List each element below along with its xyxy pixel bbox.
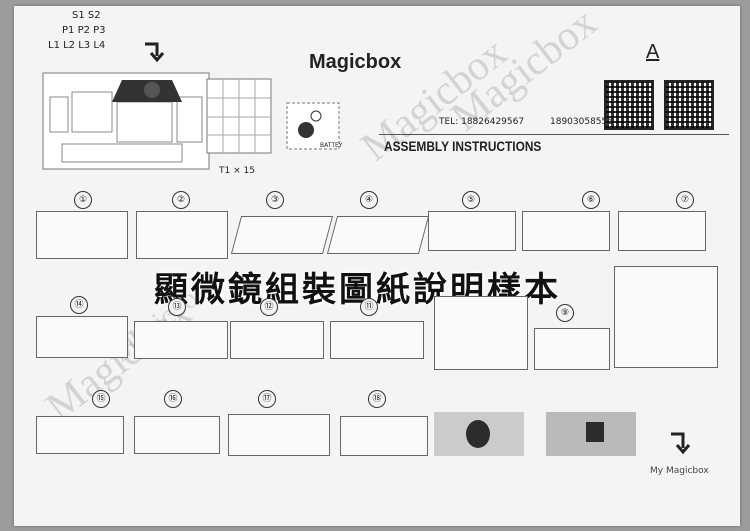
step-number: ② [172, 191, 190, 209]
footer-brand: My Magicbox [650, 466, 709, 476]
tel-label: TEL: 18826429567 [439, 117, 525, 127]
step-number: ⑪ [360, 298, 378, 316]
parts-sheet-diagram [42, 72, 210, 170]
step-number: ⑫ [260, 298, 278, 316]
step-diagram [230, 321, 324, 359]
step-number: ⑬ [168, 298, 186, 316]
qr-code [664, 80, 714, 130]
tray-diagram [206, 78, 272, 154]
step-diagram [134, 321, 228, 359]
variant-label: A [646, 41, 660, 63]
step-diagram [614, 266, 718, 368]
photo-assembled-stage [434, 412, 524, 456]
step-diagram [134, 416, 220, 454]
step-number: ⑰ [258, 390, 276, 408]
qr-code [604, 80, 654, 130]
battery-diagram [286, 102, 340, 150]
step-diagram [326, 216, 430, 254]
step-number: ⑯ [164, 390, 182, 408]
step-number: ⑮ [92, 390, 110, 408]
step-diagram [428, 211, 516, 251]
tel-number-2: 18903058555 [550, 117, 613, 127]
step-number: ⑥ [582, 191, 600, 209]
step-diagram [36, 416, 124, 454]
step-diagram [36, 316, 128, 358]
step-diagram [136, 211, 228, 259]
step-number: ③ [266, 191, 284, 209]
step-number: ⑦ [676, 191, 694, 209]
step-number: ① [74, 191, 92, 209]
parts-label-p: P1 P2 P3 [62, 25, 106, 36]
arrow-down-right-icon [145, 42, 165, 63]
step-diagram [228, 414, 330, 456]
step-number: ④ [360, 191, 378, 209]
step-number: ⑭ [70, 296, 88, 314]
step-diagram [534, 328, 610, 370]
step-diagram [618, 211, 706, 251]
arrow-down-right-icon [671, 432, 691, 455]
brand-title: Magicbox [309, 51, 402, 73]
instruction-sheet: Magicbox Magicbox Magicbox Magicbox S1 S… [14, 6, 740, 526]
step-diagram [230, 216, 334, 254]
assembly-title: ASSEMBLY INSTRUCTIONS [384, 138, 542, 154]
parts-label-l: L1 L2 L3 L4 [48, 40, 106, 51]
battery-label: BATTEY [320, 142, 343, 149]
step-number: ⑤ [462, 191, 480, 209]
step-diagram [434, 296, 528, 370]
step-diagram [522, 211, 610, 251]
step-diagram [340, 416, 428, 456]
photo-assembled-microscope [546, 412, 636, 456]
step-diagram [330, 321, 424, 359]
step-diagram [36, 211, 128, 259]
step-number: ⑱ [368, 390, 386, 408]
header-rule [379, 134, 729, 135]
step-number: ⑨ [556, 304, 574, 322]
tray-label: T1 × 15 [219, 166, 255, 176]
parts-label-s: S1 S2 [72, 10, 101, 21]
